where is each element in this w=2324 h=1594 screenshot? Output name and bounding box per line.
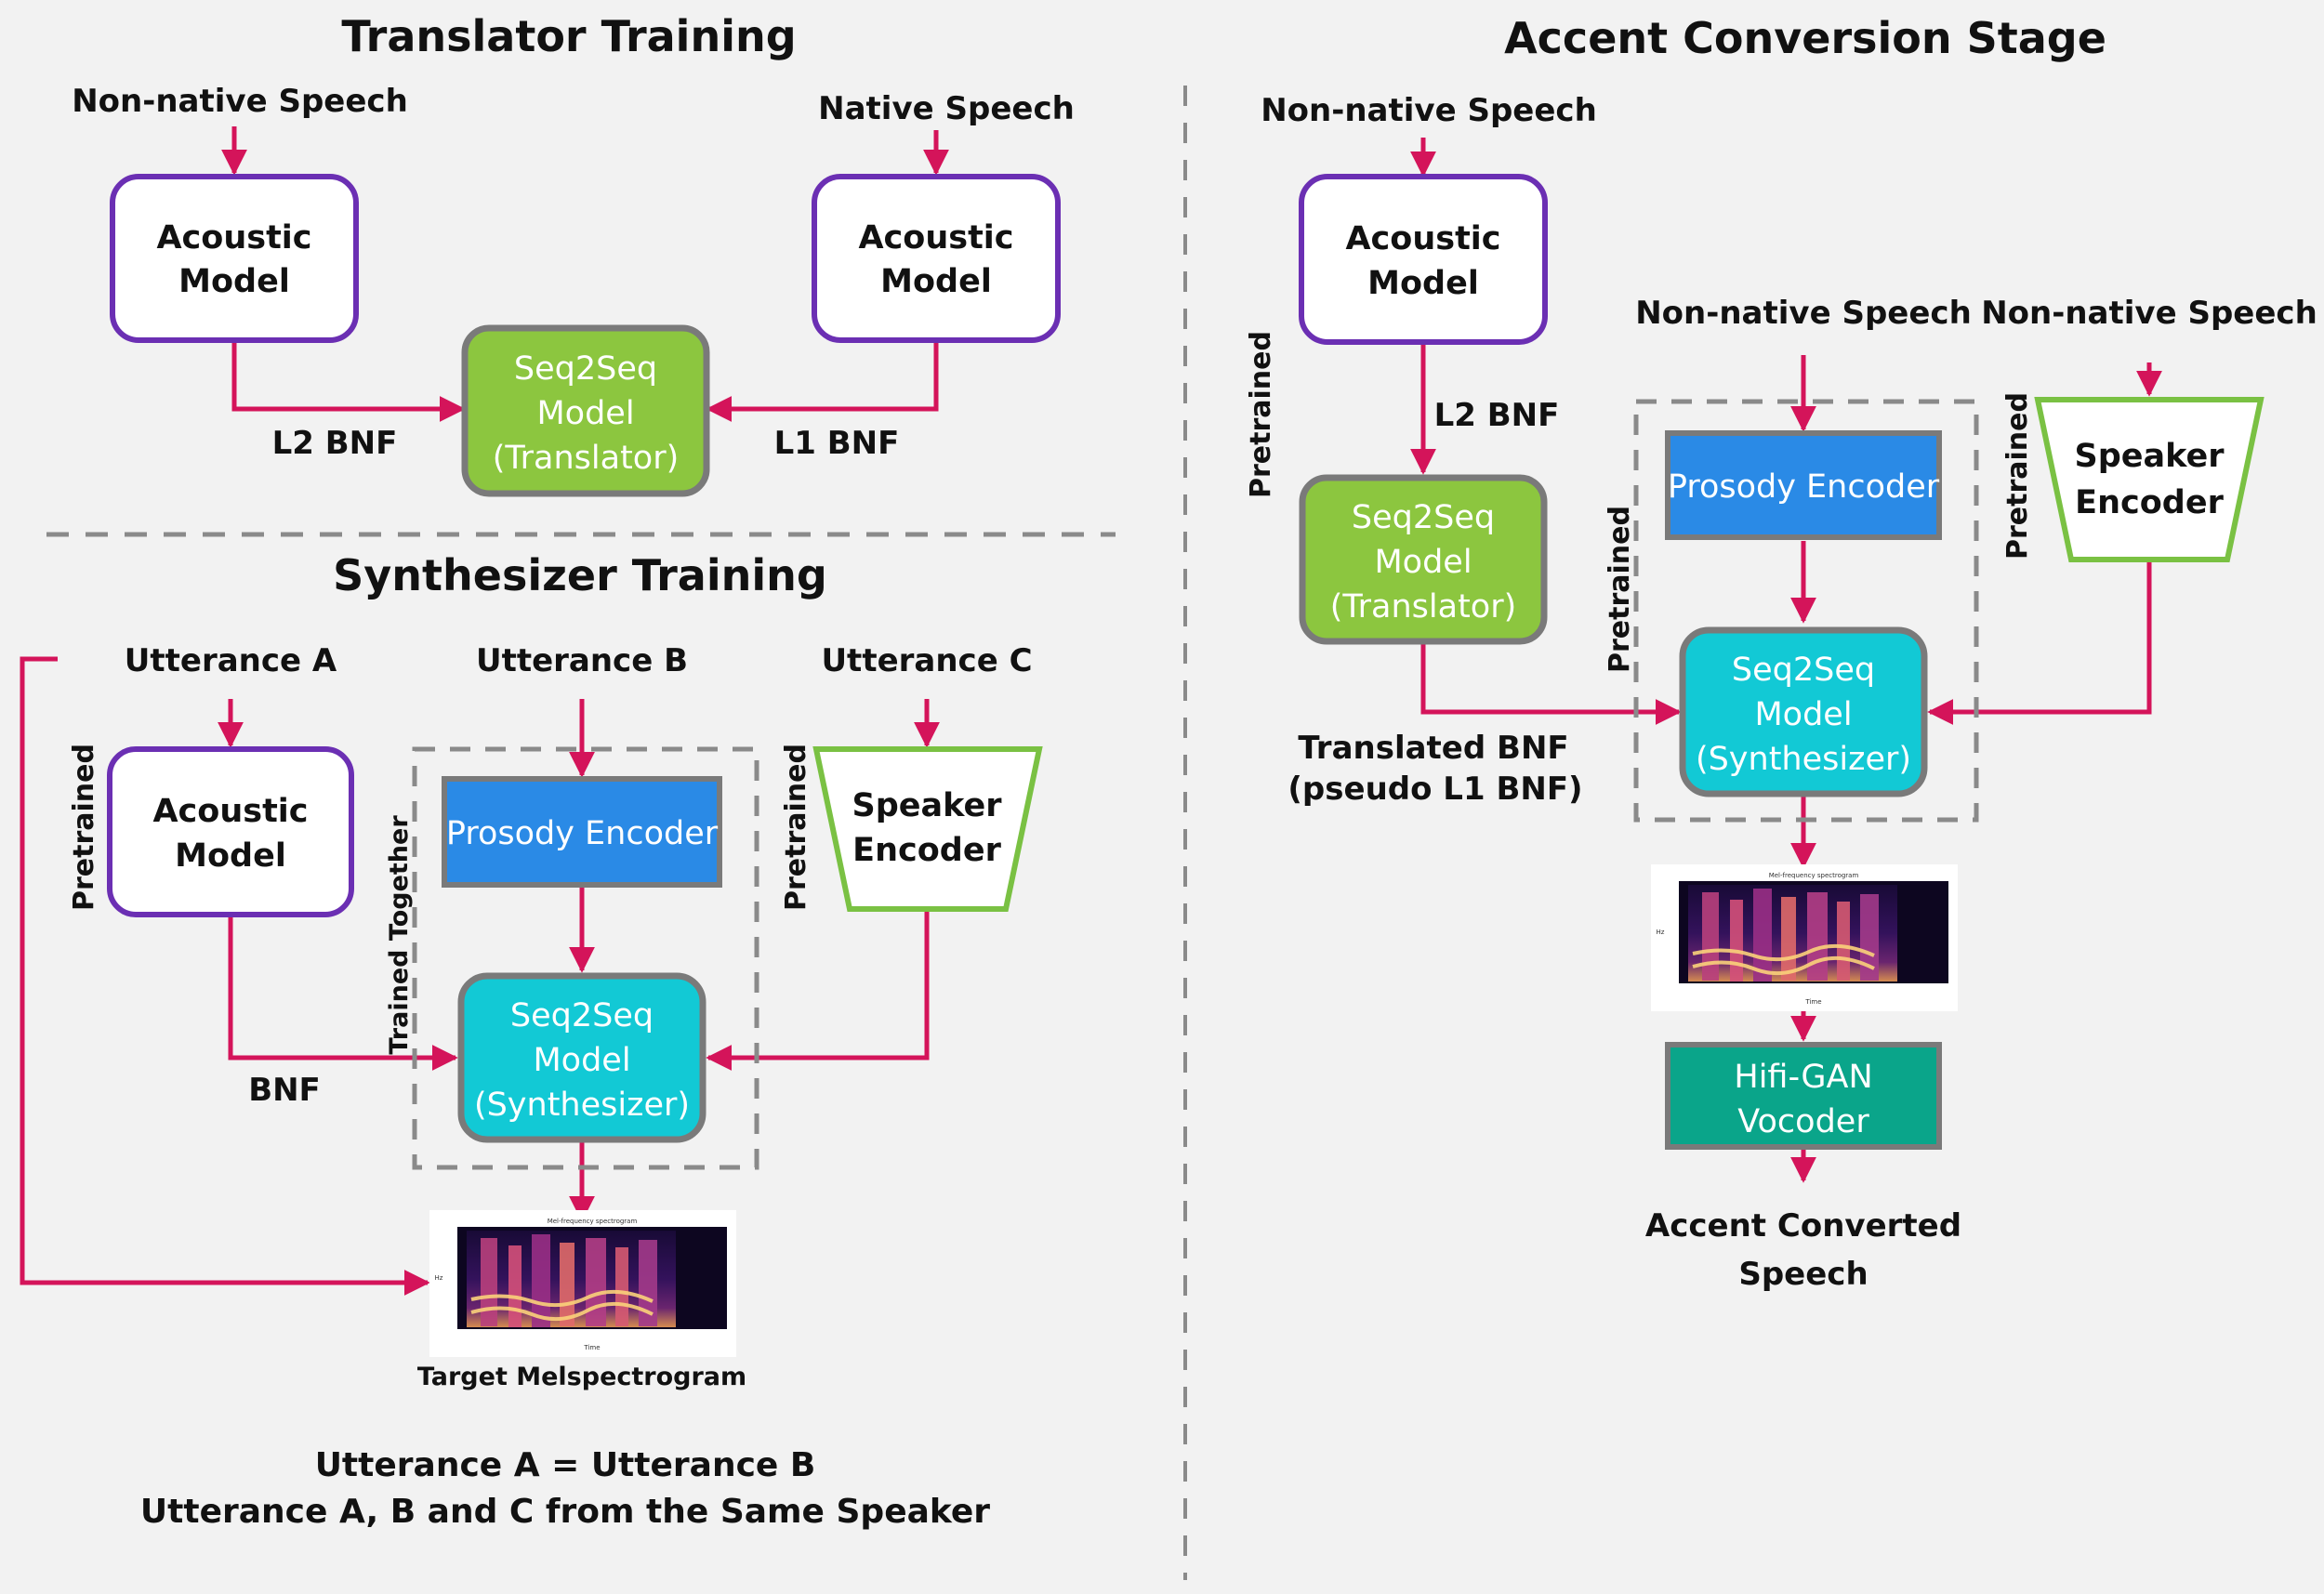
svg-text:Model: Model	[1374, 544, 1472, 581]
svg-text:Vocoder: Vocoder	[1737, 1103, 1869, 1140]
synthesizer-training-title: Synthesizer Training	[333, 550, 827, 600]
svg-text:Hz: Hz	[435, 1274, 443, 1282]
svg-text:Model: Model	[178, 263, 290, 300]
st-pretrained-right: Pretrained	[780, 744, 812, 911]
svg-text:Encoder: Encoder	[852, 832, 1001, 869]
st-utterance-c: Utterance C	[821, 642, 1032, 679]
ac-input-right: Non-native Speech	[1981, 295, 2317, 332]
svg-text:Time: Time	[583, 1344, 600, 1351]
tt-label-l2-bnf: L2 BNF	[272, 425, 398, 462]
svg-text:Seq2Seq: Seq2Seq	[514, 350, 657, 388]
st-acoustic-model: Acoustic Model	[107, 746, 354, 917]
translator-training-title: Translator Training	[341, 11, 796, 61]
svg-text:Prosody Encoder: Prosody Encoder	[1668, 468, 1940, 506]
st-utterance-a: Utterance A	[125, 642, 337, 679]
st-target-spectrogram-image: Mel-frequency spectrogram Hz Time	[428, 1208, 738, 1359]
ac-synth-group	[1633, 399, 1979, 823]
svg-text:Seq2Seq: Seq2Seq	[1732, 652, 1875, 689]
ac-pretrained-2: Pretrained	[1604, 506, 1636, 673]
ac-pretrained-3: Pretrained	[2001, 392, 2034, 560]
st-trained-together: Trained Together	[385, 815, 414, 1055]
accent-conversion-title: Accent Conversion Stage	[1504, 13, 2106, 63]
arrow	[1420, 641, 1682, 725]
svg-text:Acoustic: Acoustic	[156, 219, 311, 257]
ac-acoustic-model: Acoustic Model	[1299, 174, 1548, 345]
svg-text:Prosody Encoder: Prosody Encoder	[446, 815, 719, 852]
tt-label-l1-bnf: L1 BNF	[774, 425, 900, 462]
st-prosody-encoder: Prosody Encoder	[442, 776, 722, 888]
svg-text:(Synthesizer): (Synthesizer)	[1696, 741, 1911, 778]
svg-text:Model: Model	[1367, 265, 1479, 302]
st-pretrained-left: Pretrained	[68, 744, 100, 911]
svg-text:Encoder: Encoder	[2075, 484, 2224, 521]
svg-text:Mel-frequency spectrogram: Mel-frequency spectrogram	[1769, 872, 1859, 879]
arrow	[20, 656, 430, 1296]
svg-text:Model: Model	[175, 837, 286, 875]
svg-text:Model: Model	[536, 395, 634, 432]
st-note-2: Utterance A, B and C from the Same Speak…	[140, 1493, 990, 1531]
ac-prosody-encoder: Prosody Encoder	[1665, 430, 1942, 540]
ac-translated-bnf: Translated BNF	[1298, 730, 1568, 767]
svg-text:Hifi-GAN: Hifi-GAN	[1734, 1059, 1872, 1096]
tt-input-native: Native Speech	[818, 90, 1075, 127]
svg-text:Mel-frequency spectrogram: Mel-frequency spectrogram	[548, 1218, 638, 1225]
tt-acoustic-model-left: Acoustic Model	[110, 174, 359, 343]
ac-output-line2: Speech	[1738, 1256, 1868, 1293]
svg-text:Seq2Seq: Seq2Seq	[510, 997, 654, 1034]
tt-acoustic-model-right: Acoustic Model	[812, 174, 1061, 343]
ac-output-line1: Accent Converted	[1645, 1207, 1961, 1245]
svg-text:Model: Model	[533, 1042, 630, 1079]
ac-seq2seq-translator: Seq2Seq Model (Translator)	[1299, 474, 1548, 645]
ac-hifigan-vocoder: Hifi-GAN Vocoder	[1665, 1042, 1942, 1150]
st-seq2seq-synthesizer: Seq2Seq Model (Synthesizer)	[457, 972, 706, 1143]
ac-input-top: Non-native Speech	[1261, 92, 1597, 129]
svg-text:Model: Model	[880, 263, 992, 300]
arrow	[1927, 561, 2152, 725]
ac-speaker-encoder: Speaker Encoder	[2034, 397, 2265, 562]
svg-text:Speaker: Speaker	[2075, 438, 2225, 475]
st-speaker-encoder: Speaker Encoder	[812, 746, 1043, 912]
svg-text:Speaker: Speaker	[852, 787, 1003, 824]
tt-input-non-native: Non-native Speech	[72, 83, 408, 120]
st-utterance-b: Utterance B	[476, 642, 688, 679]
ac-pseudo-l1-bnf: (pseudo L1 BNF)	[1287, 771, 1582, 808]
svg-text:Seq2Seq: Seq2Seq	[1352, 499, 1495, 536]
st-label-bnf: BNF	[248, 1072, 321, 1109]
svg-text:Acoustic: Acoustic	[152, 793, 308, 830]
svg-text:(Synthesizer): (Synthesizer)	[474, 1087, 690, 1124]
ac-pretrained-1: Pretrained	[1245, 331, 1277, 498]
st-note-1: Utterance A = Utterance B	[315, 1446, 816, 1484]
svg-text:(Translator): (Translator)	[493, 440, 680, 477]
svg-text:Hz: Hz	[1657, 929, 1665, 936]
tt-seq2seq-translator: Seq2Seq Model (Translator)	[461, 324, 710, 497]
ac-label-l2-bnf: L2 BNF	[1434, 397, 1560, 434]
arrow	[706, 342, 939, 422]
arrow	[231, 342, 466, 422]
svg-text:Acoustic: Acoustic	[1345, 220, 1500, 257]
svg-text:Acoustic: Acoustic	[858, 219, 1013, 257]
arrow	[706, 911, 930, 1071]
ac-spectrogram-image: Mel-frequency spectrogram Hz Time	[1649, 863, 1960, 1013]
ac-input-mid: Non-native Speech	[1635, 295, 1972, 332]
arrow	[228, 916, 458, 1071]
st-target-melspectrogram-label: Target Melspectrogram	[417, 1363, 746, 1391]
svg-text:Time: Time	[1804, 998, 1821, 1006]
trained-together-group	[412, 746, 759, 1170]
svg-text:(Translator): (Translator)	[1330, 588, 1517, 626]
ac-seq2seq-synthesizer: Seq2Seq Model (Synthesizer)	[1679, 626, 1928, 797]
svg-text:Model: Model	[1754, 696, 1852, 733]
